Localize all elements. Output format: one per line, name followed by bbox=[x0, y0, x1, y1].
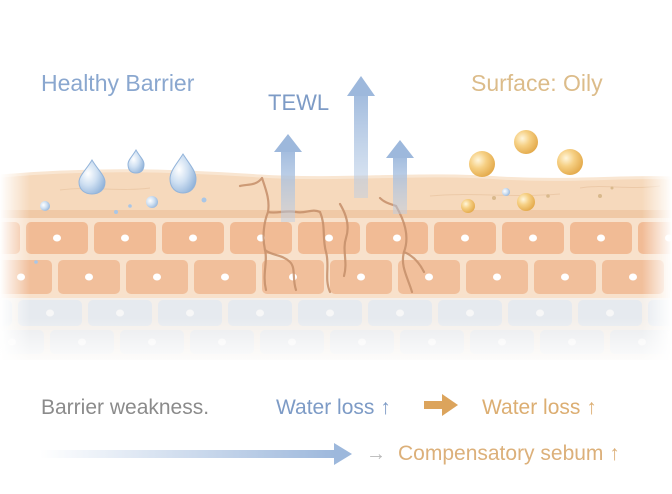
cell-nucleus bbox=[326, 309, 334, 317]
water-droplet-icon bbox=[127, 148, 145, 174]
sebum-globule-icon bbox=[557, 149, 583, 175]
water-droplet-icon bbox=[40, 201, 50, 211]
sebum-globule-icon bbox=[514, 130, 538, 154]
healthy-barrier-label: Healthy Barrier bbox=[41, 70, 195, 96]
sebum-globules bbox=[461, 130, 614, 213]
cell-nucleus bbox=[529, 234, 537, 242]
water-droplet-icon bbox=[78, 159, 106, 195]
cell-nucleus bbox=[46, 309, 54, 317]
water-droplet-icon bbox=[169, 153, 197, 194]
cell-nucleus bbox=[325, 234, 333, 242]
small-right-arrow-icon: → bbox=[366, 443, 386, 465]
cell-nucleus bbox=[153, 273, 161, 281]
cell-nucleus bbox=[116, 309, 124, 317]
cell-nucleus bbox=[357, 273, 365, 281]
cell-nucleus bbox=[561, 273, 569, 281]
cell-nucleus bbox=[466, 309, 474, 317]
sebum-globule-icon bbox=[469, 151, 495, 177]
cell-nucleus bbox=[256, 309, 264, 317]
sebum-globule-icon bbox=[517, 193, 535, 211]
cell-nucleus bbox=[396, 309, 404, 317]
mortar-band bbox=[0, 210, 672, 218]
tewl-arrows bbox=[274, 76, 414, 222]
barrier-cracks bbox=[238, 176, 426, 294]
surface-oily-label: Surface: Oily bbox=[471, 70, 603, 96]
cell-nucleus bbox=[425, 273, 433, 281]
cell-nucleus bbox=[461, 234, 469, 242]
cell-nucleus bbox=[53, 234, 61, 242]
up-arrow-icon bbox=[274, 134, 302, 222]
cell-nucleus bbox=[186, 309, 194, 317]
tewl-label: TEWL bbox=[268, 90, 330, 115]
up-arrow-icon bbox=[347, 76, 375, 198]
sebum-globule-icon bbox=[461, 199, 475, 213]
up-arrow-icon bbox=[386, 140, 414, 214]
water-loss-label-blue: Water loss ↑ bbox=[276, 396, 391, 419]
cell-nucleus bbox=[536, 309, 544, 317]
water-loss-label-orange: Water loss ↑ bbox=[482, 396, 597, 419]
skin-surface-layer bbox=[0, 170, 672, 212]
cell-nucleus bbox=[189, 234, 197, 242]
progression-arrow bbox=[40, 443, 352, 465]
cell-nucleus bbox=[597, 234, 605, 242]
compensatory-sebum-label: Compensatory sebum ↑ bbox=[398, 442, 620, 465]
cell-nucleus bbox=[393, 234, 401, 242]
water-droplets bbox=[34, 148, 510, 264]
cell-nucleus bbox=[121, 234, 129, 242]
corneocyte-row-1 bbox=[0, 222, 672, 254]
cell-nucleus bbox=[629, 273, 637, 281]
fade-bottom bbox=[0, 318, 672, 370]
cell-nucleus bbox=[221, 273, 229, 281]
cell-nucleus bbox=[85, 273, 93, 281]
cell-nucleus bbox=[493, 273, 501, 281]
cell-nucleus bbox=[606, 309, 614, 317]
barrier-weakness-label: Barrier weakness. bbox=[41, 396, 210, 419]
right-arrow-icon bbox=[424, 394, 458, 416]
corneocyte-row-2 bbox=[0, 260, 672, 294]
water-droplet-icon bbox=[146, 196, 158, 208]
